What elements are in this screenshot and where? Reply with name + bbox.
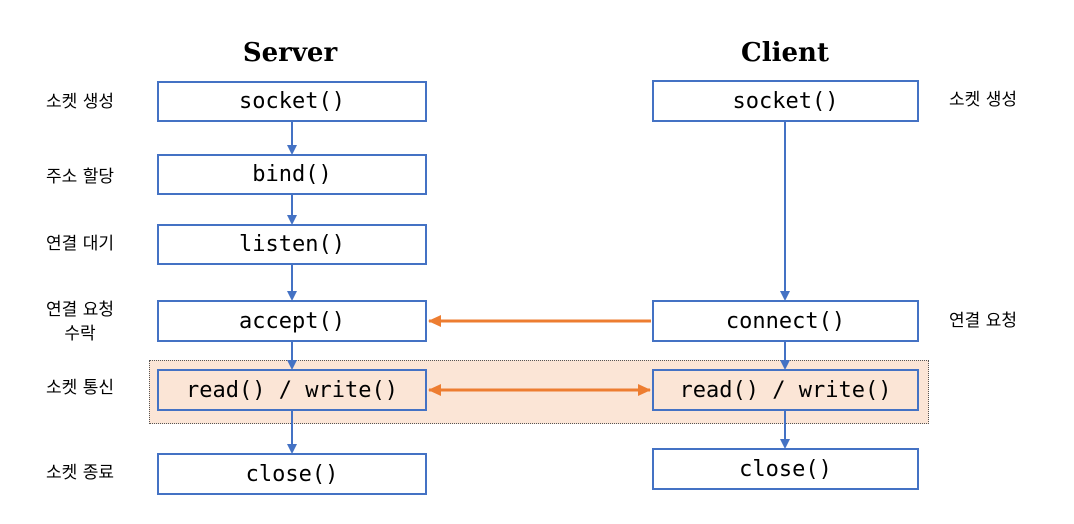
server-label-socket: 소켓 생성 — [46, 92, 114, 112]
server-label-listen: 연결 대기 — [46, 234, 114, 254]
server-label-close: 소켓 종료 — [46, 463, 114, 483]
server-readwrite-box: read() / write() — [157, 369, 427, 411]
client-socket-box: socket() — [652, 80, 919, 122]
server-listen-box: listen() — [157, 224, 427, 265]
server-accept-box: accept() — [157, 300, 427, 342]
server-label-bind: 주소 할당 — [46, 167, 114, 187]
client-close-box: close() — [652, 448, 919, 490]
server-socket-box: socket() — [157, 81, 427, 122]
server-label-accept-line1: 연결 요청 — [46, 300, 114, 320]
server-label-accept: 연결 요청 수락 — [20, 298, 140, 346]
client-label-connect: 연결 요청 — [949, 311, 1017, 331]
server-label-accept-line2: 수락 — [64, 324, 96, 344]
client-readwrite-box: read() / write() — [652, 369, 919, 411]
server-bind-box: bind() — [157, 154, 427, 195]
server-heading: Server — [242, 38, 338, 68]
server-label-readwrite: 소켓 통신 — [46, 378, 114, 398]
client-connect-box: connect() — [652, 300, 919, 342]
client-label-socket: 소켓 생성 — [949, 90, 1017, 110]
client-heading: Client — [741, 38, 829, 68]
server-close-box: close() — [157, 453, 427, 495]
